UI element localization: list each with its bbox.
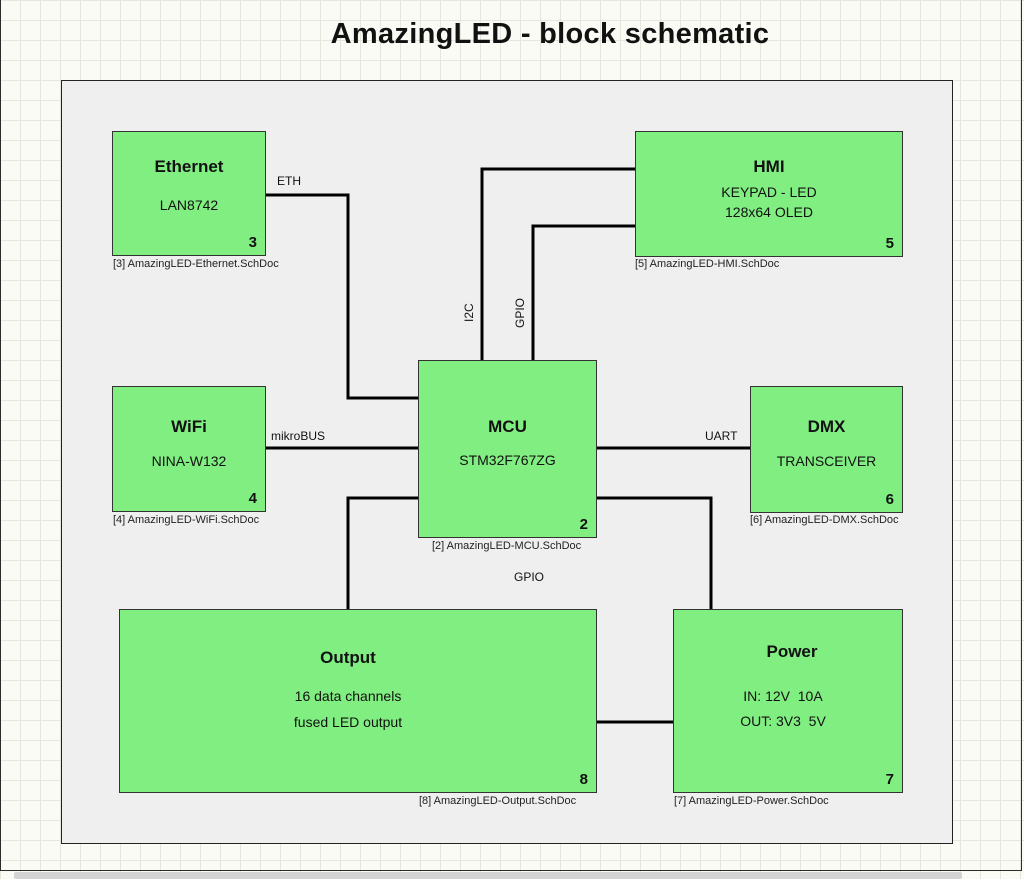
block-wifi[interactable]: WiFi NINA-W132 4	[112, 386, 266, 512]
block-ethernet-name: Ethernet	[154, 157, 224, 176]
block-mcu[interactable]: MCU STM32F767ZG 2	[418, 360, 597, 538]
net-label-mikrobus: mikroBUS	[271, 429, 326, 443]
horizontal-scrollbar[interactable]	[14, 872, 962, 879]
doc-dmx: [6] AmazingLED-DMX.SchDoc	[750, 514, 899, 526]
net-label-gpio-hmi: GPIO	[513, 297, 527, 328]
block-dmx-name: DMX	[807, 417, 846, 436]
wire-i2c[interactable]	[480, 167, 636, 361]
block-power-line-1: IN: 12V 10A	[743, 688, 823, 704]
net-label-i2c: I2C	[462, 303, 476, 322]
block-power-name: Power	[766, 642, 818, 661]
net-label-uart: UART	[705, 429, 738, 443]
block-power-line-2: OUT: 3V3 5V	[740, 713, 826, 729]
block-hmi-name: HMI	[753, 157, 785, 176]
doc-output: [8] AmazingLED-Output.SchDoc	[419, 795, 577, 807]
block-dmx-line-1: TRANSCEIVER	[776, 453, 877, 469]
doc-wifi: [4] AmazingLED-WiFi.SchDoc	[113, 514, 260, 526]
block-output-number: 8	[579, 771, 588, 788]
block-wifi-number: 4	[248, 490, 257, 507]
doc-power: [7] AmazingLED-Power.SchDoc	[674, 795, 829, 807]
block-ethernet-number: 3	[248, 234, 257, 251]
block-output-line-2: fused LED output	[293, 714, 403, 730]
doc-hmi: [5] AmazingLED-HMI.SchDoc	[635, 258, 780, 270]
wire-gpio-hmi[interactable]	[531, 224, 636, 361]
wire-mcu-power[interactable]	[597, 496, 713, 609]
page-title: AmazingLED - block schematic	[330, 18, 770, 50]
block-dmx-number: 6	[885, 491, 894, 508]
block-power-number: 7	[885, 771, 894, 788]
doc-ethernet: [3] AmazingLED-Ethernet.SchDoc	[113, 258, 279, 270]
net-label-eth: ETH	[277, 174, 301, 188]
block-power[interactable]: Power IN: 12V 10A OUT: 3V3 5V 7	[673, 609, 903, 793]
block-wifi-line-1: NINA-W132	[151, 453, 227, 469]
block-ethernet[interactable]: Ethernet LAN8742 3	[112, 131, 266, 256]
block-wifi-name: WiFi	[171, 417, 207, 436]
wire-gpio-output[interactable]	[346, 496, 419, 609]
doc-mcu: [2] AmazingLED-MCU.SchDoc	[432, 540, 582, 552]
block-dmx[interactable]: DMX TRANSCEIVER 6	[750, 386, 903, 513]
block-hmi[interactable]: HMI KEYPAD - LED 128x64 OLED 5	[635, 131, 903, 257]
block-output[interactable]: Output 16 data channels fused LED output…	[119, 609, 597, 793]
block-hmi-number: 5	[885, 235, 894, 252]
block-mcu-number: 2	[579, 516, 588, 533]
wire-eth[interactable]	[266, 193, 419, 400]
block-hmi-line-1: KEYPAD - LED	[721, 184, 817, 200]
block-mcu-line-1: STM32F767ZG	[459, 452, 556, 468]
block-ethernet-line-1: LAN8742	[159, 197, 219, 213]
block-hmi-line-2: 128x64 OLED	[725, 204, 813, 220]
block-output-name: Output	[320, 648, 376, 667]
block-output-line-1: 16 data channels	[294, 688, 402, 704]
block-mcu-name: MCU	[488, 417, 527, 436]
net-label-gpio-output: GPIO	[514, 570, 545, 584]
